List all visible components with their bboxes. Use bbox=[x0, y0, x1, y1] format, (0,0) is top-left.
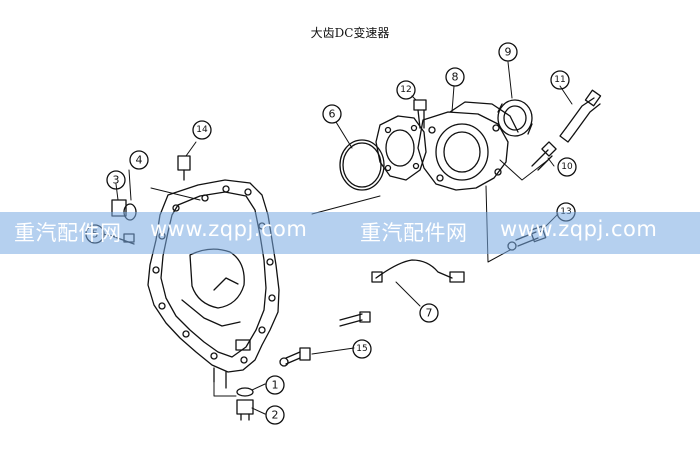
callout-14: 14 bbox=[196, 125, 208, 135]
watermark-url-2: www.zqpj.com bbox=[500, 217, 658, 241]
drain-plug-part bbox=[236, 387, 254, 421]
wire-harness-part bbox=[371, 259, 465, 283]
callout-6: 6 bbox=[329, 108, 336, 121]
watermark-text-cn-1: 重汽配件网 bbox=[14, 221, 122, 245]
bolt-12-part bbox=[413, 99, 427, 129]
callout-2: 2 bbox=[272, 409, 279, 422]
breather-14-part bbox=[177, 155, 191, 181]
bolts-15-part bbox=[279, 311, 371, 367]
watermark-band bbox=[0, 212, 700, 254]
callout-9: 9 bbox=[505, 46, 512, 59]
callout-11: 11 bbox=[554, 75, 565, 85]
sensor-10-part bbox=[531, 141, 557, 171]
callout-7: 7 bbox=[426, 307, 433, 320]
diagram-title: 大齿DC变速器 bbox=[310, 26, 390, 40]
callout-1: 1 bbox=[272, 379, 279, 392]
watermark-text-cn-2: 重汽配件网 bbox=[360, 221, 468, 245]
o-ring-part bbox=[339, 139, 385, 191]
callout-8: 8 bbox=[452, 71, 459, 84]
oil-seal-part bbox=[497, 99, 533, 137]
watermark-url-1: www.zqpj.com bbox=[150, 217, 308, 241]
callout-12: 12 bbox=[400, 85, 411, 95]
callout-4: 4 bbox=[136, 154, 143, 167]
shaft-sensor-part bbox=[559, 89, 602, 143]
housing-part bbox=[147, 179, 280, 389]
callout-10: 10 bbox=[561, 162, 573, 172]
callout-3: 3 bbox=[113, 174, 120, 187]
front-cover-part bbox=[417, 101, 519, 191]
callout-15: 15 bbox=[356, 344, 367, 354]
